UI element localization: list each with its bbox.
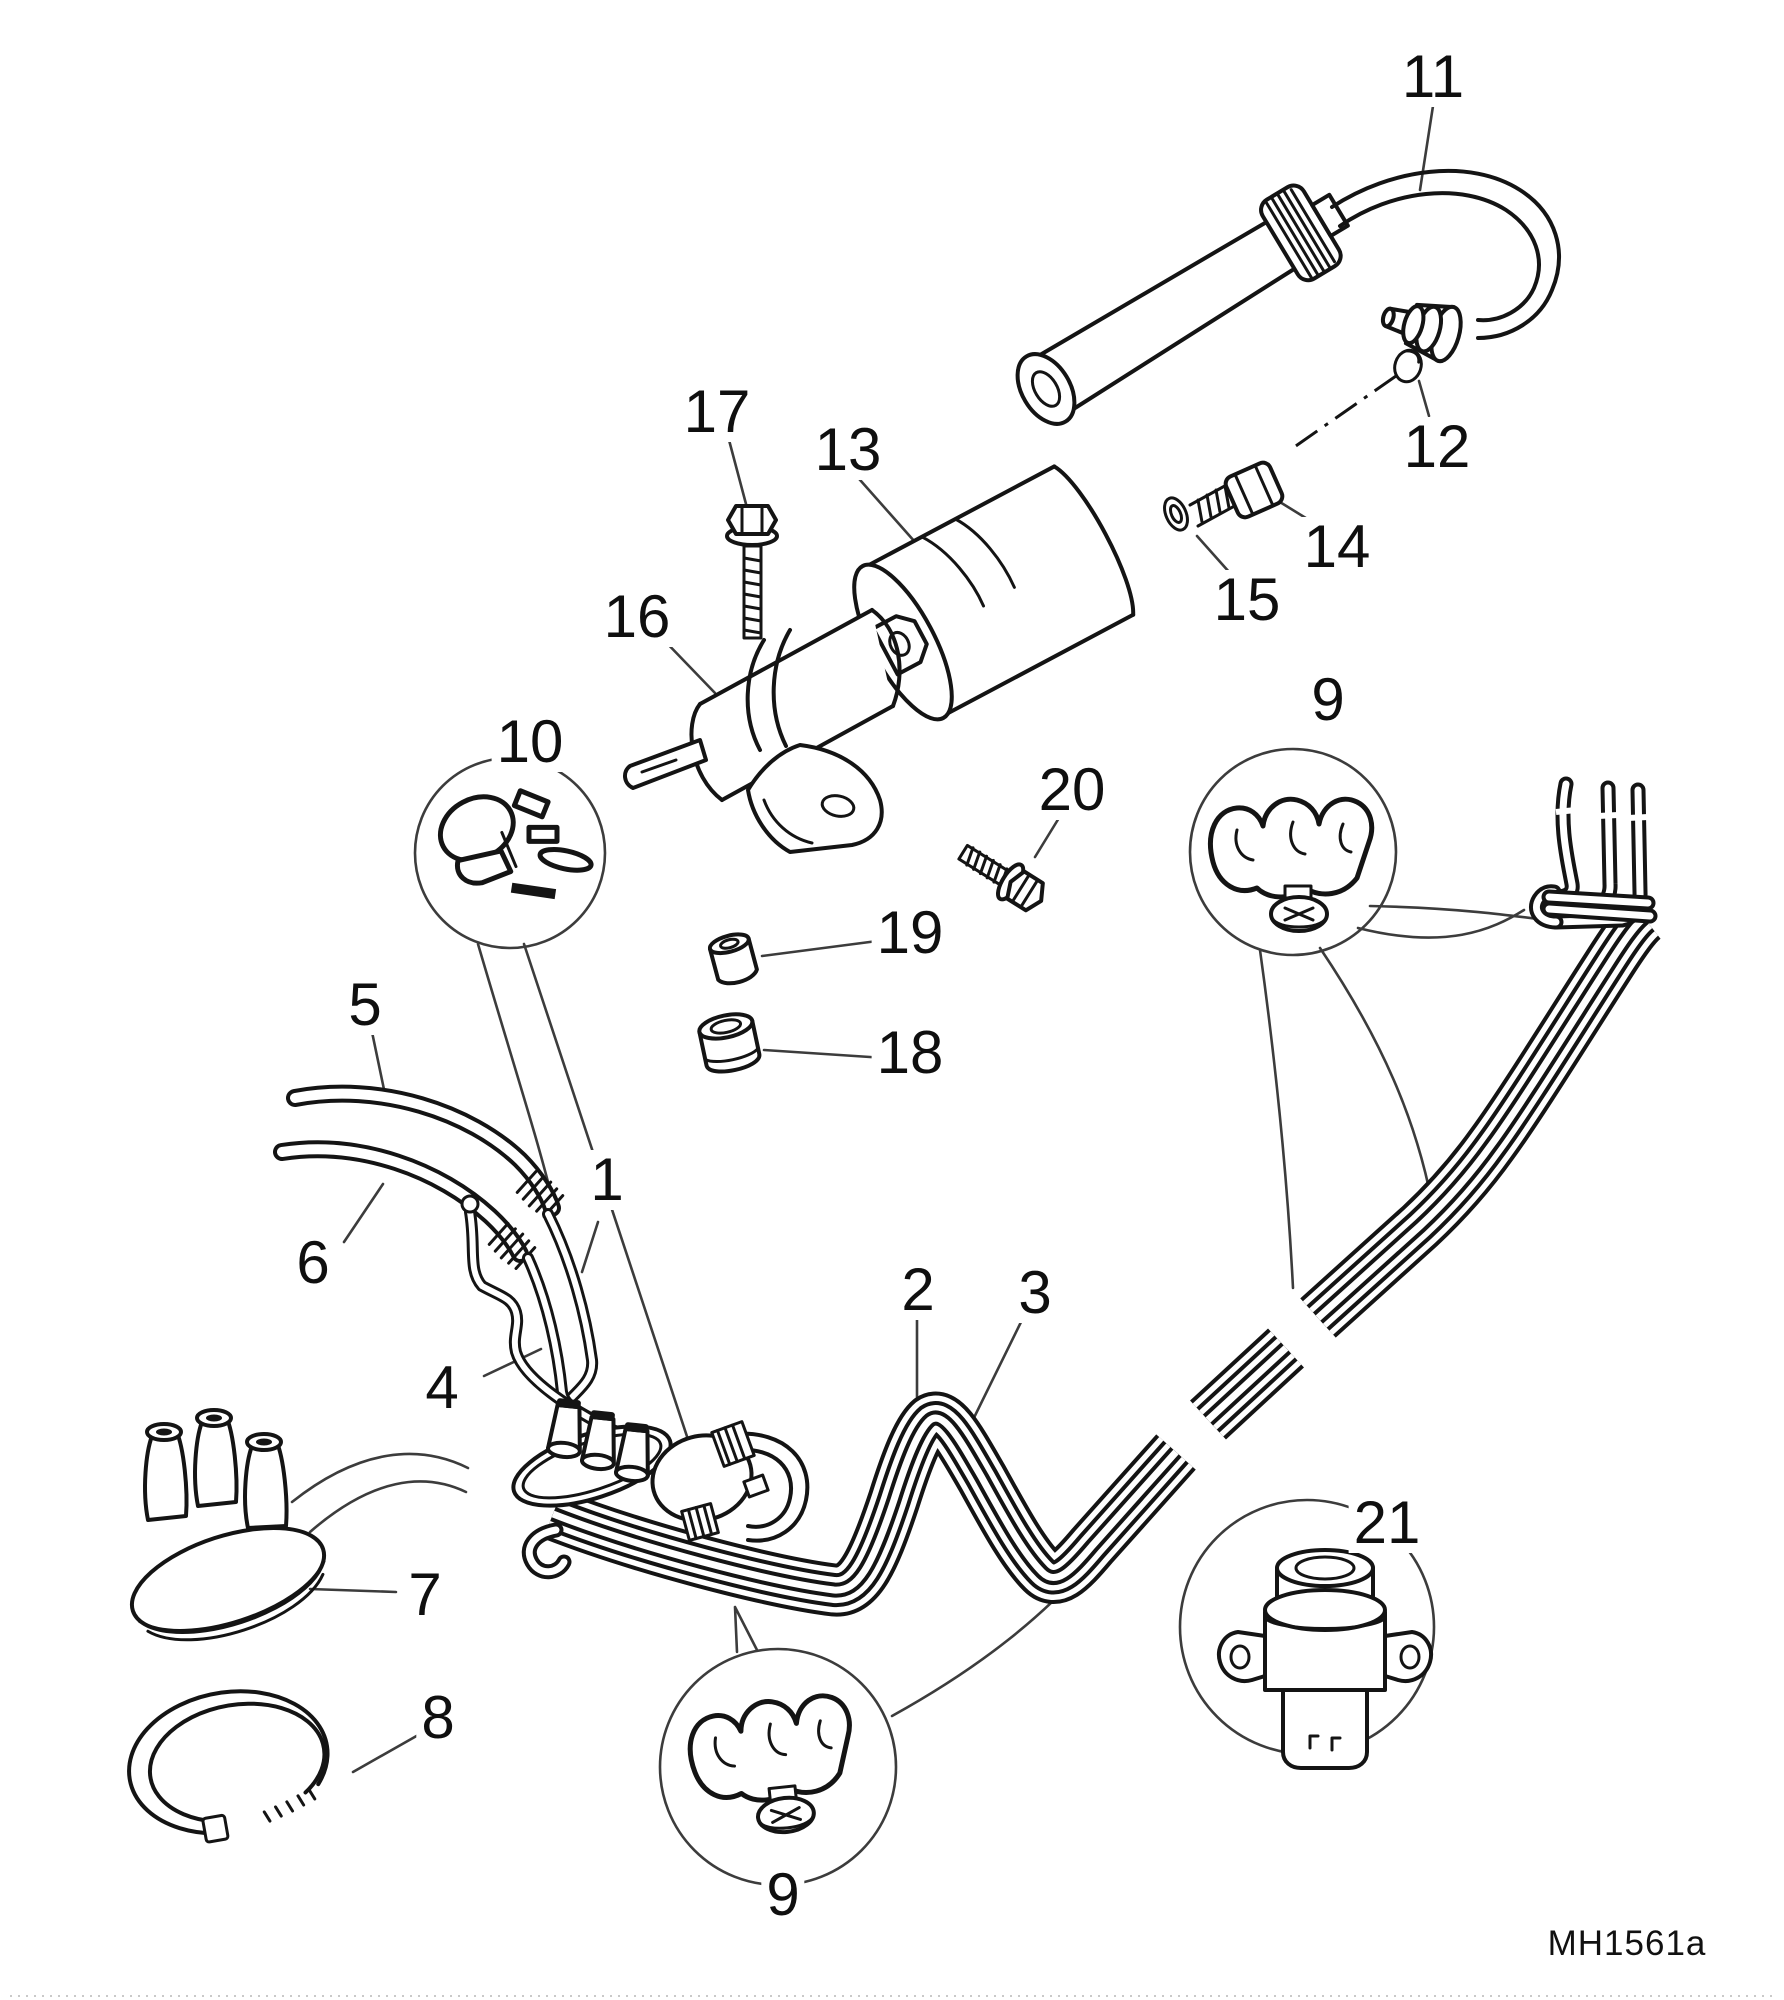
callout-9-lower: 9 <box>761 1865 805 1925</box>
seal-ring-12 <box>1393 348 1423 384</box>
callout-15: 15 <box>1208 570 1286 630</box>
alignment-dash-line <box>1289 374 1397 452</box>
bolt-20 <box>957 843 1045 913</box>
callout-10: 10 <box>491 712 569 772</box>
grommet-nipples <box>143 1408 289 1530</box>
callout-20: 20 <box>1033 760 1111 820</box>
bushing-19 <box>707 932 759 986</box>
callout-14: 14 <box>1298 517 1376 577</box>
bracket-16 <box>623 608 902 854</box>
washer-15 <box>1163 496 1189 532</box>
fuel-pipe-bundle <box>521 918 1644 1590</box>
callout-1: 1 <box>585 1150 629 1210</box>
callout-4: 4 <box>420 1358 464 1418</box>
tank-unit-connectors <box>511 1395 673 1508</box>
hose-coupler-ribs <box>487 1170 565 1270</box>
fuel-hose-6 <box>273 1140 529 1263</box>
fuel-hose-5 <box>286 1084 561 1217</box>
callout-11: 11 <box>1396 47 1470 107</box>
callout-2: 2 <box>896 1260 940 1320</box>
grommet-18 <box>697 1012 762 1074</box>
callout-21: 21 <box>1348 1493 1426 1553</box>
callout-19: 19 <box>871 903 949 963</box>
balloon-9-upper <box>1188 747 1398 957</box>
pipe-ends-right <box>1529 776 1658 930</box>
fuel-filter-13 <box>852 464 1136 722</box>
valve-21 <box>1217 1548 1433 1770</box>
callout-6: 6 <box>291 1233 335 1293</box>
callout-8: 8 <box>416 1688 460 1748</box>
drawing-code: MH1561a <box>1547 1924 1707 1963</box>
bolt-17 <box>725 504 779 640</box>
callout-5: 5 <box>343 975 387 1035</box>
callout-3: 3 <box>1013 1263 1057 1323</box>
callout-7: 7 <box>403 1565 447 1625</box>
callout-12: 12 <box>1398 417 1476 477</box>
strap-8 <box>127 1689 330 1844</box>
callout-9-upper: 9 <box>1306 670 1350 730</box>
callout-17: 17 <box>678 382 756 442</box>
callout-16: 16 <box>598 587 676 647</box>
grommet-7 <box>129 1408 327 1642</box>
hose-end-fitting <box>1380 302 1463 364</box>
callout-18: 18 <box>871 1023 949 1083</box>
pipe-clip-10 <box>437 788 594 900</box>
fuel-hose-assembly-11 <box>1015 168 1561 426</box>
fuel-pump-assembly <box>650 1420 810 1543</box>
callout-13: 13 <box>809 420 887 480</box>
fitting-14 <box>1188 460 1285 528</box>
